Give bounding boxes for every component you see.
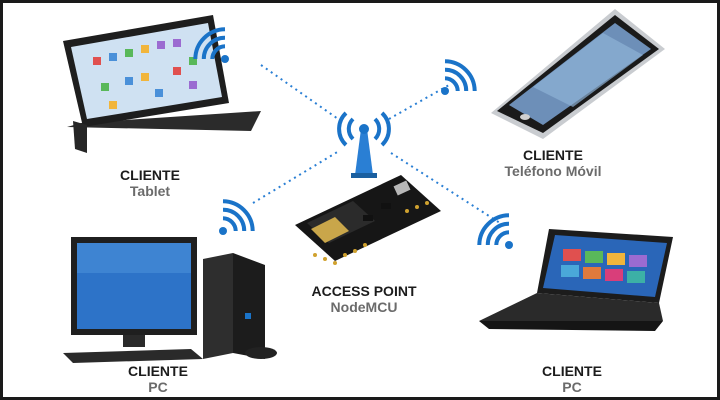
tablet-label: CLIENTE Tablet — [95, 167, 205, 199]
tablet-role: CLIENTE — [120, 167, 180, 183]
access-point-role: ACCESS POINT — [311, 283, 417, 299]
desktop-pc-icon — [63, 237, 277, 363]
desktop-device: PC — [148, 379, 168, 395]
link-laptop — [390, 152, 504, 226]
laptop-label: CLIENTE PC — [517, 363, 627, 395]
wifi-signal-icon — [193, 27, 513, 249]
phone-device: Teléfono Móvil — [504, 163, 602, 179]
tablet-icon — [63, 15, 261, 153]
laptop-device: PC — [562, 379, 582, 395]
desktop-role: CLIENTE — [128, 363, 188, 379]
link-desktop — [252, 150, 340, 204]
desktop-label: CLIENTE PC — [103, 363, 213, 395]
nodemcu-board-icon — [295, 175, 441, 265]
link-phone — [388, 84, 450, 120]
connection-links — [252, 64, 504, 226]
diagram-canvas — [63, 9, 673, 363]
access-point-label: ACCESS POINT NodeMCU — [299, 283, 429, 315]
laptop-icon — [479, 229, 673, 331]
access-point-device: NodeMCU — [330, 299, 398, 315]
phone-role: CLIENTE — [523, 147, 583, 163]
link-tablet — [260, 64, 342, 122]
antenna-icon — [337, 111, 391, 178]
tablet-device: Tablet — [129, 183, 171, 199]
phone-label: CLIENTE Teléfono Móvil — [483, 147, 623, 179]
laptop-role: CLIENTE — [542, 363, 602, 379]
smartphone-icon — [491, 9, 665, 139]
